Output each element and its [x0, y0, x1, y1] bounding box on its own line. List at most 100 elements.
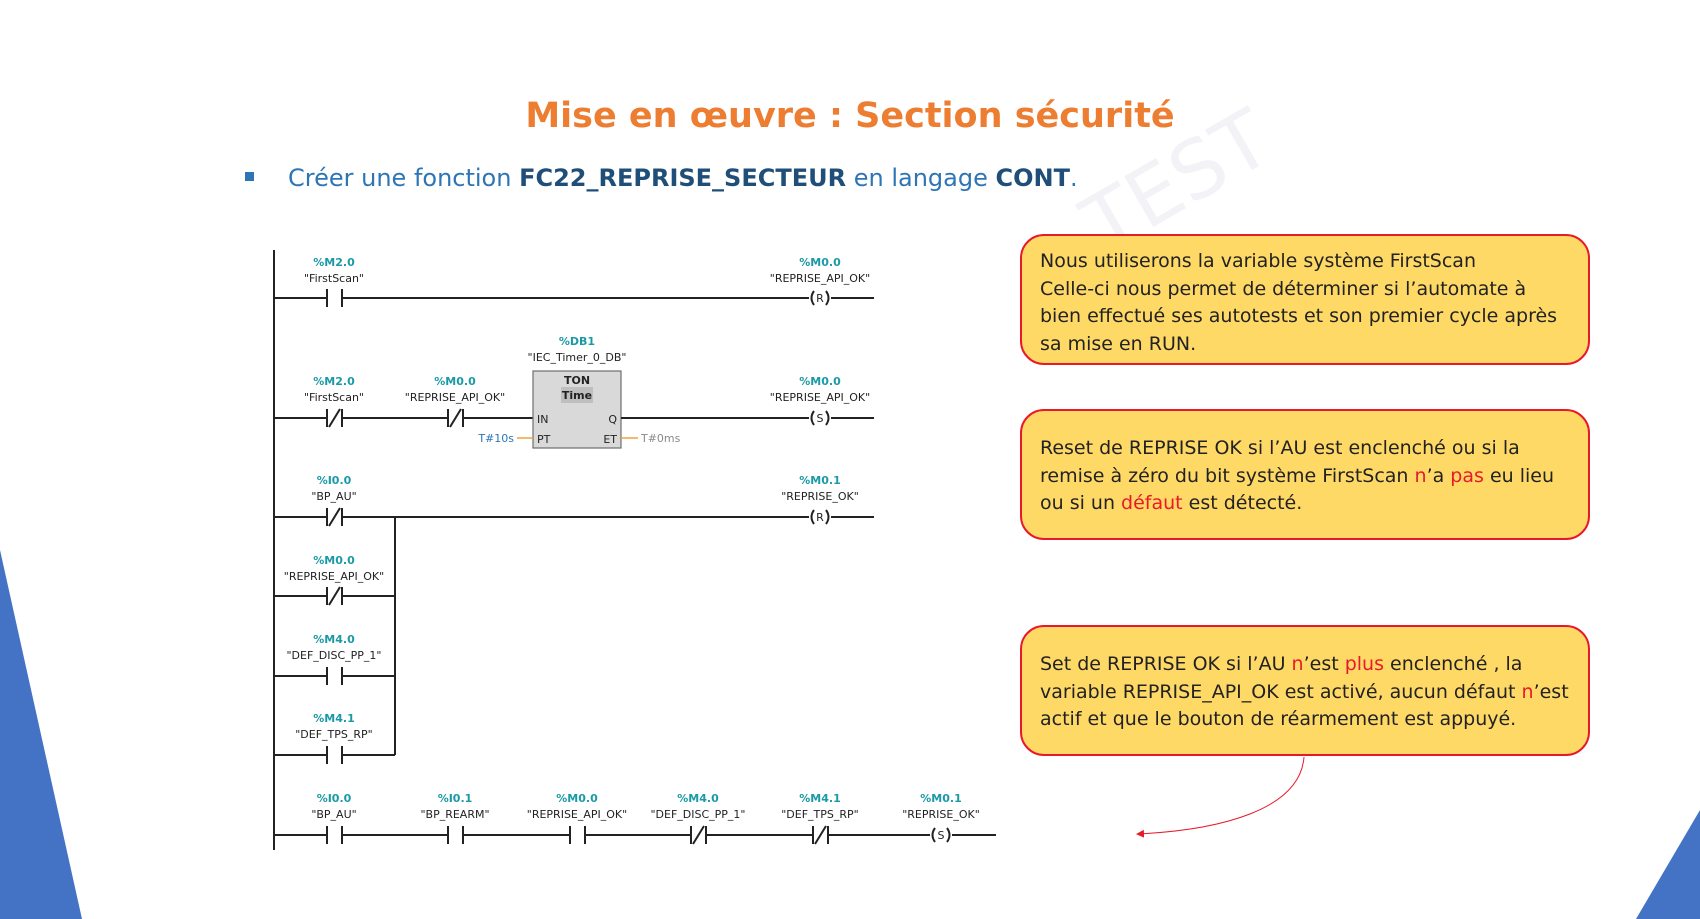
contact-address: %M2.0 [313, 375, 355, 388]
et-value: T#0ms [640, 432, 681, 445]
language-name: CONT [995, 164, 1070, 192]
contact-symbol: "REPRISE_API_OK" [405, 391, 505, 404]
note-text: ou si un [1040, 492, 1122, 514]
contact-address: %M4.1 [799, 792, 840, 805]
contact-reprise-api-ok-nc[interactable]: %M0.0 "REPRISE_API_OK" [405, 375, 505, 428]
contact-def-tps-rp-nc[interactable]: %M4.1 "DEF_TPS_RP" [781, 792, 859, 845]
note-line: Set de REPRISE OK si l’AU n’est plus enc… [1040, 651, 1570, 679]
note-set: Set de REPRISE OK si l’AU n’est plus enc… [1020, 625, 1590, 756]
contact-symbol: "DEF_DISC_PP_1" [286, 649, 381, 662]
note-text: eu lieu [1483, 464, 1555, 487]
contact-symbol: "BP_AU" [311, 490, 356, 503]
bullet-item: Créer une fonction FC22_REPRISE_SECTEUR … [245, 164, 1078, 192]
note-line: Nous utiliserons la variable système Fir… [1040, 250, 1476, 272]
note-line: variable REPRISE_API_OK est activé, aucu… [1040, 679, 1570, 707]
note-highlight: défaut [1121, 492, 1183, 514]
coil-address: %M0.1 [920, 792, 961, 805]
note-highlight: n [1521, 680, 1534, 703]
contact-address: %M4.0 [313, 633, 355, 646]
network-2: %M2.0 "FirstScan" %M0.0 "REPRISE_API_OK"… [274, 335, 874, 449]
note-line: remise à zéro du bit système FirstScan n… [1040, 463, 1570, 491]
coil-reprise-ok-reset[interactable]: R %M0.1 "REPRISE_OK" [781, 474, 859, 525]
coil-address: %M0.1 [799, 474, 840, 487]
contact-address: %I0.0 [317, 792, 352, 805]
contact-address: %M2.0 [313, 256, 355, 269]
note-line: Reset de REPRISE OK si l’AU est enclench… [1040, 437, 1520, 459]
contact-address: %M0.0 [313, 554, 355, 567]
timer-subtype: Time [562, 389, 592, 402]
note-text: est détecté. [1182, 492, 1303, 514]
coil-address: %M0.0 [799, 375, 841, 388]
note-line: bien effectué ses autotests et son premi… [1040, 305, 1558, 327]
contact-symbol: "REPRISE_API_OK" [527, 808, 627, 821]
contact-reprise-api-ok-no[interactable]: %M0.0 "REPRISE_API_OK" [527, 792, 627, 844]
contact-address: %M0.0 [556, 792, 598, 805]
contact-symbol: "DEF_TPS_RP" [295, 728, 372, 741]
slide-title: Mise en œuvre : Section sécurité [525, 96, 1175, 136]
contact-def-disc-pp-1-no[interactable]: %M4.0 "DEF_DISC_PP_1" [286, 633, 382, 685]
contact-symbol: "REPRISE_API_OK" [284, 570, 384, 583]
network-3: R %M0.1 "REPRISE_OK" %I0.0 "BP_AU" [274, 474, 874, 764]
coil-type: S [817, 412, 824, 425]
coil-reprise-api-ok-set[interactable]: S %M0.0 "REPRISE_API_OK" [770, 375, 870, 426]
note-text: variable REPRISE_API_OK est activé, aucu… [1040, 680, 1522, 703]
coil-reprise-ok-set[interactable]: S %M0.1 "REPRISE_OK" [902, 792, 980, 843]
contact-def-disc-pp-1-nc[interactable]: %M4.0 "DEF_DISC_PP_1" [650, 792, 746, 845]
contact-firstscan-no[interactable]: %M2.0 "FirstScan" [304, 256, 364, 307]
contact-reprise-api-ok-nc-branch[interactable]: %M0.0 "REPRISE_API_OK" [284, 554, 384, 606]
note-highlight: n [1291, 653, 1304, 675]
note-line: actif et que le bouton de réarmement est… [1040, 708, 1517, 730]
contact-bp-au-nc[interactable]: %I0.0 "BP_AU" [311, 474, 357, 527]
bullet-text-after: . [1069, 164, 1078, 192]
contact-symbol: "BP_REARM" [420, 808, 489, 821]
coil-symbol: "REPRISE_OK" [902, 808, 980, 821]
note-text: enclenché , la [1384, 653, 1523, 675]
coil-reprise-api-ok-reset[interactable]: R %M0.0 "REPRISE_API_OK" [770, 256, 870, 306]
contact-symbol: "DEF_TPS_RP" [781, 808, 858, 821]
bullet-text-middle: en langage [846, 164, 996, 192]
note-text: ’a [1426, 464, 1451, 487]
note-line: ou si un défaut est détecté. [1040, 490, 1570, 518]
note-text: remise à zéro du bit système FirstScan [1040, 464, 1415, 487]
contact-address: %I0.0 [317, 474, 352, 487]
coil-symbol: "REPRISE_API_OK" [770, 391, 870, 404]
coil-address: %M0.0 [799, 256, 841, 269]
contact-symbol: "BP_AU" [311, 808, 356, 821]
pin-in: IN [537, 413, 548, 426]
note-highlight: pas [1450, 464, 1484, 487]
pin-pt: PT [537, 433, 551, 446]
ton-timer-block[interactable]: %DB1 "IEC_Timer_0_DB" TON Time IN PT Q E… [528, 335, 627, 449]
contact-bp-rearm-no[interactable]: %I0.1 "BP_REARM" [420, 792, 490, 844]
note-highlight: n [1414, 464, 1427, 487]
coil-type: S [938, 829, 945, 842]
note-firstscan: Nous utiliserons la variable système Fir… [1020, 234, 1590, 365]
contact-def-tps-rp-no[interactable]: %M4.1 "DEF_TPS_RP" [295, 712, 373, 764]
contact-address: %M4.0 [677, 792, 719, 805]
note-text: Set de REPRISE OK si l’AU [1040, 653, 1292, 675]
network-4: %I0.0 "BP_AU" %I0.1 "BP_REARM" %M0.0 "RE… [274, 792, 996, 845]
contact-symbol: "DEF_DISC_PP_1" [650, 808, 745, 821]
timer-instance: "IEC_Timer_0_DB" [528, 351, 627, 364]
contact-symbol: "FirstScan" [304, 391, 364, 404]
pin-et: ET [603, 433, 617, 446]
timer-type: TON [564, 374, 590, 387]
timer-db: %DB1 [559, 335, 595, 348]
annotation-arrow [1136, 756, 1305, 838]
function-name: FC22_REPRISE_SECTEUR [519, 164, 847, 192]
contact-address: %I0.1 [438, 792, 473, 805]
network-1: %M2.0 "FirstScan" R %M0.0 "REPRISE_API_O… [274, 256, 874, 307]
contact-firstscan-nc[interactable]: %M2.0 "FirstScan" [304, 375, 364, 428]
bullet-text-before: Créer une fonction [288, 164, 520, 192]
note-line: sa mise en RUN. [1040, 332, 1197, 355]
note-text: ’est [1303, 653, 1345, 675]
note-highlight: plus [1344, 653, 1384, 675]
note-text: ’est [1533, 680, 1569, 703]
contact-address: %M0.0 [434, 375, 476, 388]
contact-bp-au-no[interactable]: %I0.0 "BP_AU" [311, 792, 357, 844]
contact-symbol: "FirstScan" [304, 272, 364, 285]
square-bullet-icon [245, 172, 254, 181]
note-reset: Reset de REPRISE OK si l’AU est enclench… [1020, 409, 1590, 540]
coil-type: R [816, 511, 824, 524]
coil-symbol: "REPRISE_OK" [781, 490, 859, 503]
